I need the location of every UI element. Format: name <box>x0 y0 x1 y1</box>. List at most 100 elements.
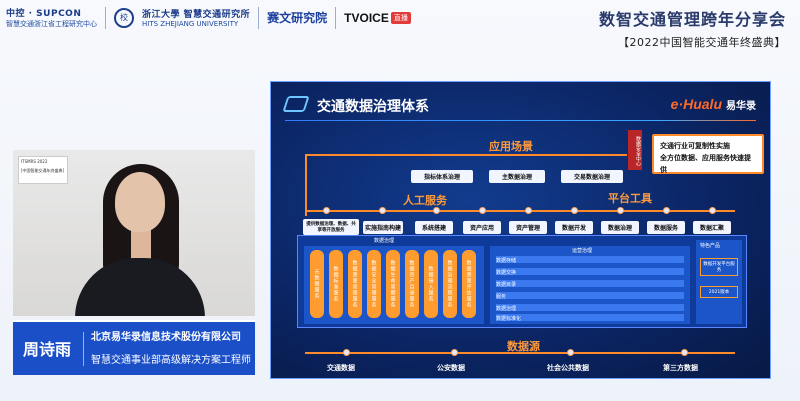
data-source-item: 交通数据 <box>327 364 355 372</box>
flow-line <box>305 154 627 156</box>
timeline-dot <box>571 207 578 214</box>
background-poster: ITSMRS 2022 [中国智能交通年终盛典] <box>18 156 68 184</box>
data-source-item: 公安数据 <box>437 364 465 372</box>
service-card: 数据质量管理服务 <box>348 250 362 318</box>
timeline-dot <box>663 207 670 214</box>
brand-logo-en: e·Hualu <box>670 96 722 112</box>
speaker-body <box>75 258 205 316</box>
speaker-video: ITSMRS 2022 [中国智能交通年终盛典] <box>13 150 255 316</box>
poster-line: [中国智能交通年终盛典] <box>21 168 65 173</box>
ops-row <box>496 292 684 299</box>
speaker-caption: 周诗雨 北京易华录信息技术股份有限公司 智慧交通事业部高级解决方案工程师 <box>13 320 255 375</box>
service-card: 元数据服务 <box>310 250 324 318</box>
flow-line <box>305 210 735 212</box>
event-header: 中控 · SUPCON 智慧交通浙江省工程研究中心 校 浙江大學 智慧交通研究所… <box>0 0 800 60</box>
ops-row-label: 数据交换 <box>496 270 517 276</box>
service-card: 数据治理流程服务 <box>443 250 457 318</box>
timeline-dot <box>567 349 574 356</box>
zju-logo-name: 浙江大學 智慧交通研究所 <box>142 10 251 20</box>
callout-line: 全方位数据、应用服务快速提供 <box>660 154 751 174</box>
sponsor-logos: 中控 · SUPCON 智慧交通浙江省工程研究中心 校 浙江大學 智慧交通研究所… <box>6 6 411 29</box>
service-item: 资产管理 <box>509 221 547 234</box>
timeline-dot <box>709 207 716 214</box>
service-item: 系统搭建 <box>415 221 453 234</box>
supcon-logo-subtitle: 智慧交通浙江省工程研究中心 <box>6 20 97 28</box>
panel-mid-title: 运营治理 <box>572 248 593 254</box>
flow-line <box>305 352 735 354</box>
data-source-item: 社会公共数据 <box>547 364 589 372</box>
speaker-role: 智慧交通事业部高级解决方案工程师 <box>91 355 251 366</box>
saiwen-logo: 赛文研究院 <box>267 11 328 25</box>
callout-box: 交通行业可复制性实施 全方位数据、应用服务快速提供 <box>652 134 764 174</box>
service-card: 数据标准服务 <box>329 250 343 318</box>
data-source-item: 第三方数据 <box>663 364 698 372</box>
supcon-logo-name: 中控 · SUPCON <box>6 9 82 19</box>
section-human-service: 人工服务 <box>403 194 447 207</box>
slide-brand: e·Hualu 易华录 <box>671 96 756 112</box>
tvoice-logo-text: TVOICE <box>344 10 389 25</box>
service-item: 数据服务 <box>647 221 685 234</box>
presentation-slide: 交通数据治理体系 e·Hualu 易华录 数据安全中心 交通行业可复制性实施 全… <box>270 81 771 379</box>
speaker-neck <box>131 228 151 262</box>
timeline-dot <box>433 207 440 214</box>
timeline-dot <box>681 349 688 356</box>
service-item: 数据汇聚 <box>693 221 731 234</box>
governance-services-panel: 数据治理 元数据服务 数据标准服务 数据质量管理服务 数据安全管理服务 数据生命… <box>304 238 484 324</box>
poster-line: ITSMRS 2022 <box>21 159 48 164</box>
event-title: 数智交通管理跨年分享会 <box>598 10 786 29</box>
zju-logo-subtitle: HITS ZHEJIANG UNIVERSITY <box>142 20 239 28</box>
featured-products-panel: 特色产品 数据开发平台服务 2021版本 <box>696 240 742 324</box>
section-platform-tools: 平台工具 <box>608 192 652 205</box>
speaker-company: 北京易华录信息技术股份有限公司 <box>91 332 241 343</box>
timeline-dot <box>379 207 386 214</box>
speaker-face <box>115 172 165 232</box>
service-item: 提供数据治理、数据、共享等开放服务 <box>303 219 359 235</box>
logo-divider <box>258 6 260 29</box>
section-data-source: 数据源 <box>507 340 540 353</box>
section-application-scene: 应用场景 <box>489 140 533 153</box>
live-badge: 直播 <box>390 11 411 24</box>
title-decoration-icon <box>282 96 310 112</box>
scene-item: 交易数据治理 <box>561 170 623 183</box>
title-underline <box>285 120 756 121</box>
service-item: 实施指南构建 <box>363 221 403 234</box>
timeline-dot <box>343 349 350 356</box>
brand-logo-cn: 易华录 <box>726 101 756 112</box>
ops-row-label: 数据存储 <box>496 258 517 264</box>
logo-divider <box>335 6 337 29</box>
product-box: 2021版本 <box>700 286 738 298</box>
timeline-dot <box>525 207 532 214</box>
event-title-block: 数智交通管理跨年分享会 【2022中国智能交通年终盛典】 <box>599 6 786 50</box>
timeline-dot <box>451 349 458 356</box>
security-tag: 数据安全中心 <box>628 130 642 170</box>
governance-panel: 数据治理 元数据服务 数据标准服务 数据质量管理服务 数据安全管理服务 数据生命… <box>297 235 747 328</box>
service-card: 数据资产目录服务 <box>405 250 419 318</box>
ops-row-label: 数据标准化 <box>496 316 522 322</box>
slide-title: 交通数据治理体系 <box>317 99 429 115</box>
logo-divider <box>105 6 106 29</box>
operations-panel: 运营治理 数据存储 数据交换 数据目录 服务 数据治理 数据标准化 <box>490 246 690 324</box>
timeline-dot <box>617 207 624 214</box>
callout-line: 交通行业可复制性实施 <box>660 142 730 150</box>
service-card: 数据生命周期服务 <box>386 250 400 318</box>
speaker-name: 周诗雨 <box>23 340 72 359</box>
ops-row <box>496 268 684 275</box>
event-subtitle: 【2022中国智能交通年终盛典】 <box>618 36 786 49</box>
scene-item: 主数据治理 <box>489 170 545 183</box>
ops-row-label: 数据治理 <box>496 306 517 312</box>
service-card: 数据质量评估服务 <box>462 250 476 318</box>
timeline-dot <box>323 207 330 214</box>
flow-line <box>305 154 307 216</box>
zju-logo: 浙江大學 智慧交通研究所 HITS ZHEJIANG UNIVERSITY <box>142 7 250 28</box>
service-card: 数据接入服务 <box>424 250 438 318</box>
zju-seal-icon: 校 <box>114 7 134 28</box>
ops-row-label: 数据目录 <box>496 282 517 288</box>
scene-item: 指标体系治理 <box>411 170 473 183</box>
ops-row <box>496 314 684 321</box>
tvoice-logo: TVOICE 直播 <box>344 11 411 25</box>
ops-row-label: 服务 <box>496 294 507 300</box>
service-item: 数据治理 <box>601 221 639 234</box>
service-card: 数据安全管理服务 <box>367 250 381 318</box>
panel-left-title: 数据治理 <box>374 238 395 244</box>
